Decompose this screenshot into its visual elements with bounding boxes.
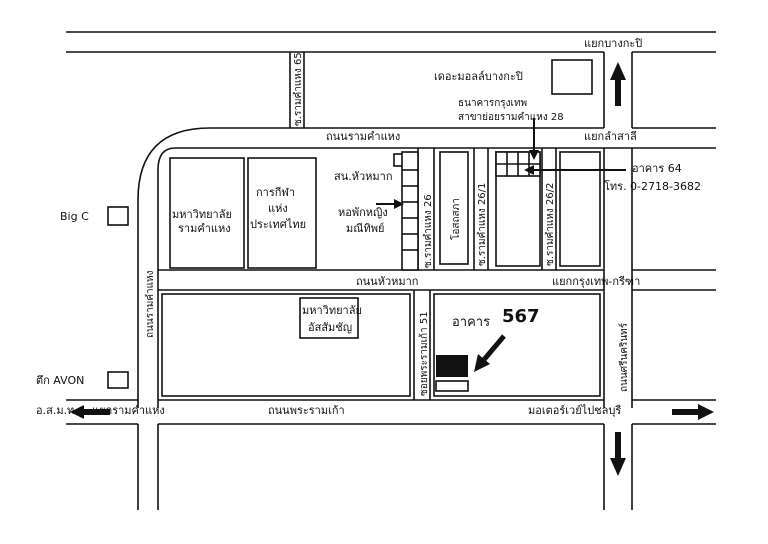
label-building-567-prefix: อาคาร xyxy=(452,315,490,330)
label-ramkhamhaeng-road: ถนนรามคำแหง xyxy=(326,130,400,143)
pointer-arrow-icon xyxy=(529,118,539,160)
label-dorm-line2: มณีทิพย์ xyxy=(346,222,384,235)
block-building-567-area xyxy=(433,293,601,397)
building-567-annex xyxy=(435,380,469,392)
label-rama9-road: ถนนพระรามเก้า xyxy=(268,404,345,417)
label-stadium-line3: ประเทศไทย xyxy=(250,218,306,231)
label-dorm-line1: หอพักหญิง xyxy=(338,206,388,219)
label-big-c: Big C xyxy=(60,210,89,223)
label-osotspa: โอสถสภา xyxy=(449,198,462,240)
label-srinakarin-road: ถนนศรีนครินทร์ xyxy=(618,322,630,392)
arrow-up-icon xyxy=(610,62,626,106)
building-567-marker xyxy=(436,355,468,377)
arrow-down-icon xyxy=(610,432,626,476)
label-soi-65: ซ.รามคำแหง 65 xyxy=(293,52,304,126)
big-c-marker xyxy=(107,206,129,226)
block-dormitory-strip xyxy=(401,151,419,271)
label-stadium-line1: การกีฬา xyxy=(256,186,295,199)
label-building-64: อาคาร 64 xyxy=(632,162,682,175)
label-hua-mak-road: ถนนหัวหมาก xyxy=(356,275,418,288)
assumption-university-label-box xyxy=(299,297,359,339)
label-krungthep-kreetha-junction: แยกกรุงเทพ-กรีฑา xyxy=(552,275,640,288)
label-bank-line2: สาขาย่อยรามคำแหง 28 xyxy=(458,112,564,123)
label-ramkhamhaeng-road-vertical: ถนนรามคำแหง xyxy=(145,270,156,338)
label-soi-26-2: ซ.รามคำแหง 26/2 xyxy=(545,183,556,266)
label-assumption-line2: อัสสัมชัญ xyxy=(308,321,352,334)
label-police-station: สน.หัวหมาก xyxy=(334,170,393,183)
label-soi-26: ซ.รามคำแหง 26 xyxy=(423,194,434,268)
label-stadium-line2: แห่ง xyxy=(268,202,288,215)
label-motorway: มอเตอร์เวย์ไปชลบุรี xyxy=(528,404,621,417)
label-avon: ตึก AVON xyxy=(36,374,84,387)
block-ramkhamhaeng-university xyxy=(169,157,245,269)
arrow-left-icon xyxy=(70,405,110,419)
mall-marker xyxy=(551,59,593,95)
pointer-arrow-icon xyxy=(474,334,506,372)
pointer-arrow-icon xyxy=(376,199,404,209)
avon-marker xyxy=(107,371,129,389)
arrow-right-icon xyxy=(672,404,714,420)
label-ramkhamhaeng-junction: แยกรามคำแหง xyxy=(92,404,165,417)
label-soi-rama9-51: ซอยพระรามเก้า 51 xyxy=(418,311,430,396)
label-assumption-line1: มหาวิทยาลัย xyxy=(302,304,362,317)
label-soi-26-1: ซ.รามคำแหง 26/1 xyxy=(477,183,488,266)
label-building-567-number: 567 xyxy=(502,306,540,327)
label-bangkapi-junction: แยกบางกะปิ xyxy=(584,37,642,50)
block-sports-authority xyxy=(247,157,317,269)
label-left-arrow-destination: อ.ส.ม.ท. xyxy=(36,404,78,417)
label-university-line1: มหาวิทยาลัย xyxy=(172,208,232,221)
label-university-line2: รามคำแหง xyxy=(178,222,231,235)
block-osotspa xyxy=(439,151,469,265)
label-lamsali-junction: แยกลำสาลี xyxy=(584,130,637,143)
label-bank-line1: ธนาคารกรุงเทพ xyxy=(458,98,527,109)
dorm-hatching xyxy=(402,169,418,251)
pointer-arrow-icon xyxy=(524,165,626,175)
label-building-64-phone: โทร. 0-2718-3682 xyxy=(604,179,701,193)
label-the-mall: เดอะมอลล์บางกะปิ xyxy=(434,70,523,83)
block-southwest xyxy=(161,293,411,397)
